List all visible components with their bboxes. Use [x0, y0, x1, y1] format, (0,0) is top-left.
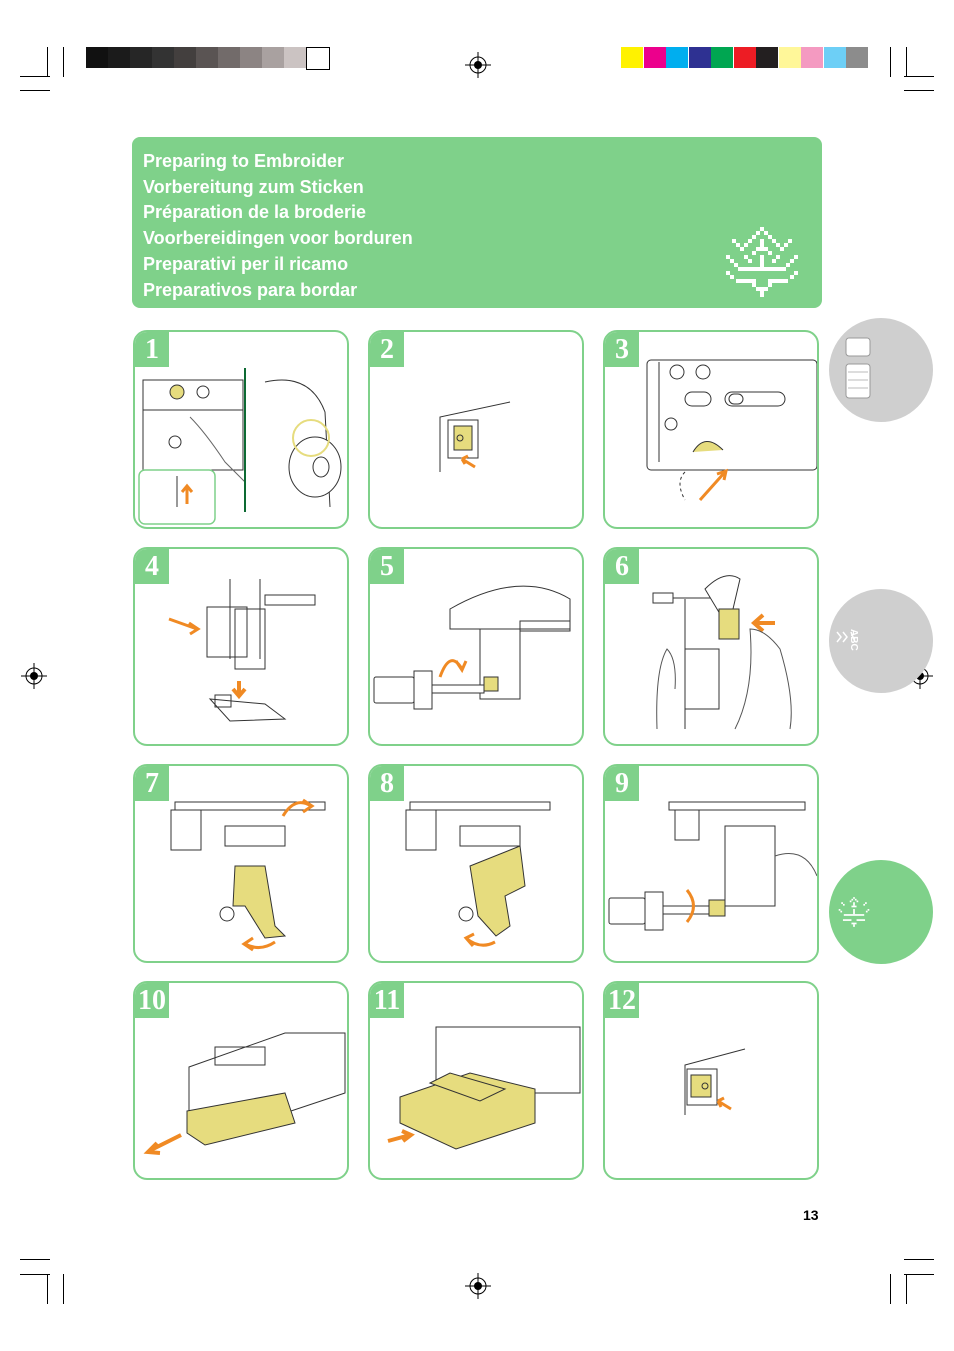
step-panel-2: 2	[368, 330, 584, 529]
color-swatch	[666, 47, 688, 68]
step-number: 11	[370, 983, 404, 1018]
title-french: Préparation de la broderie	[143, 202, 367, 223]
power-switch-off	[439, 401, 511, 472]
step-panel-4: 4	[133, 547, 349, 746]
gray-swatch	[108, 47, 130, 68]
attach-embroidery-unit	[387, 1026, 581, 1150]
step-panel-8: 8	[368, 764, 584, 963]
step-number: 2	[370, 332, 404, 367]
step-number: 7	[135, 766, 169, 801]
stitch-patterns-icon	[836, 631, 856, 643]
gray-swatch	[196, 47, 218, 68]
color-swatch	[846, 47, 868, 68]
loosen-presser-foot-holder-screw	[373, 585, 571, 710]
thread-spool-icon	[845, 337, 871, 399]
step-panel-12: 12	[603, 981, 819, 1180]
color-swatch	[711, 47, 733, 68]
color-swatch	[823, 47, 846, 68]
color-swatch	[801, 47, 823, 68]
gray-swatch	[130, 47, 152, 68]
section-titles: Preparing to Embroider Vorbereitung zum …	[143, 149, 413, 303]
page-number: 13	[803, 1207, 819, 1223]
registration-mark-left	[21, 663, 47, 689]
step-panel-3: 3	[603, 330, 819, 529]
position-embroidery-foot	[405, 801, 551, 947]
step-number: 9	[605, 766, 639, 801]
step-panel-5: 5	[368, 547, 584, 746]
side-tab-stitches[interactable]: ABC	[829, 589, 933, 693]
gray-swatch	[240, 47, 262, 68]
title-english: Preparing to Embroider	[143, 151, 345, 171]
remove-presser-foot	[168, 579, 316, 722]
registration-mark-top	[465, 52, 491, 78]
attach-embroidery-foot	[170, 798, 326, 952]
step-panel-7: 7	[133, 764, 349, 963]
step-panel-10: 10	[133, 981, 349, 1180]
section-header: Preparing to Embroider Vorbereitung zum …	[132, 137, 822, 308]
step-number: 6	[605, 549, 639, 584]
color-swatch	[688, 47, 711, 68]
gray-swatch	[218, 47, 240, 68]
needle-up-button-and-handwheel	[138, 368, 342, 525]
color-swatch	[778, 47, 801, 68]
color-swatch	[733, 47, 756, 68]
registration-mark-bottom	[465, 1273, 491, 1299]
gray-swatch	[306, 47, 330, 70]
gray-swatch	[262, 47, 284, 68]
step-panel-9: 9	[603, 764, 819, 963]
raise-presser-foot-lever	[646, 359, 817, 501]
title-spanish: Preparativos para bordar	[143, 279, 358, 300]
side-tab-threading[interactable]	[829, 318, 933, 422]
step-number: 4	[135, 549, 169, 584]
step-number: 5	[370, 549, 404, 584]
color-swatch	[643, 47, 666, 68]
title-dutch: Voorbereidingen voor borduren	[143, 228, 413, 249]
step-number: 1	[135, 332, 169, 367]
gray-swatch	[152, 47, 174, 68]
color-swatch	[756, 47, 778, 68]
hold-embroidery-foot-lever	[652, 575, 792, 730]
power-switch-on	[684, 1048, 746, 1115]
step-panel-6: 6	[603, 547, 819, 746]
step-panel-1: 1	[133, 330, 349, 529]
title-italian: Preparativi per il ricamo	[143, 253, 349, 274]
title-german: Vorbereitung zum Sticken	[143, 176, 364, 197]
step-number: 12	[605, 983, 639, 1018]
side-tab-embroidery[interactable]	[829, 860, 933, 964]
gray-swatch	[174, 47, 196, 68]
color-swatch	[621, 47, 643, 68]
stitch-tab-text: ABC	[848, 629, 859, 651]
tighten-screw-with-screwdriver	[608, 801, 817, 931]
step-panel-11: 11	[368, 981, 584, 1180]
gray-swatch	[86, 47, 108, 68]
step-number: 3	[605, 332, 639, 367]
step-number: 8	[370, 766, 404, 801]
remove-flat-bed-attachment	[143, 1032, 346, 1155]
embroidery-flower-icon	[726, 227, 798, 297]
embroidery-flower-icon	[838, 897, 870, 927]
step-number: 10	[135, 983, 169, 1018]
gray-swatch	[284, 47, 306, 68]
